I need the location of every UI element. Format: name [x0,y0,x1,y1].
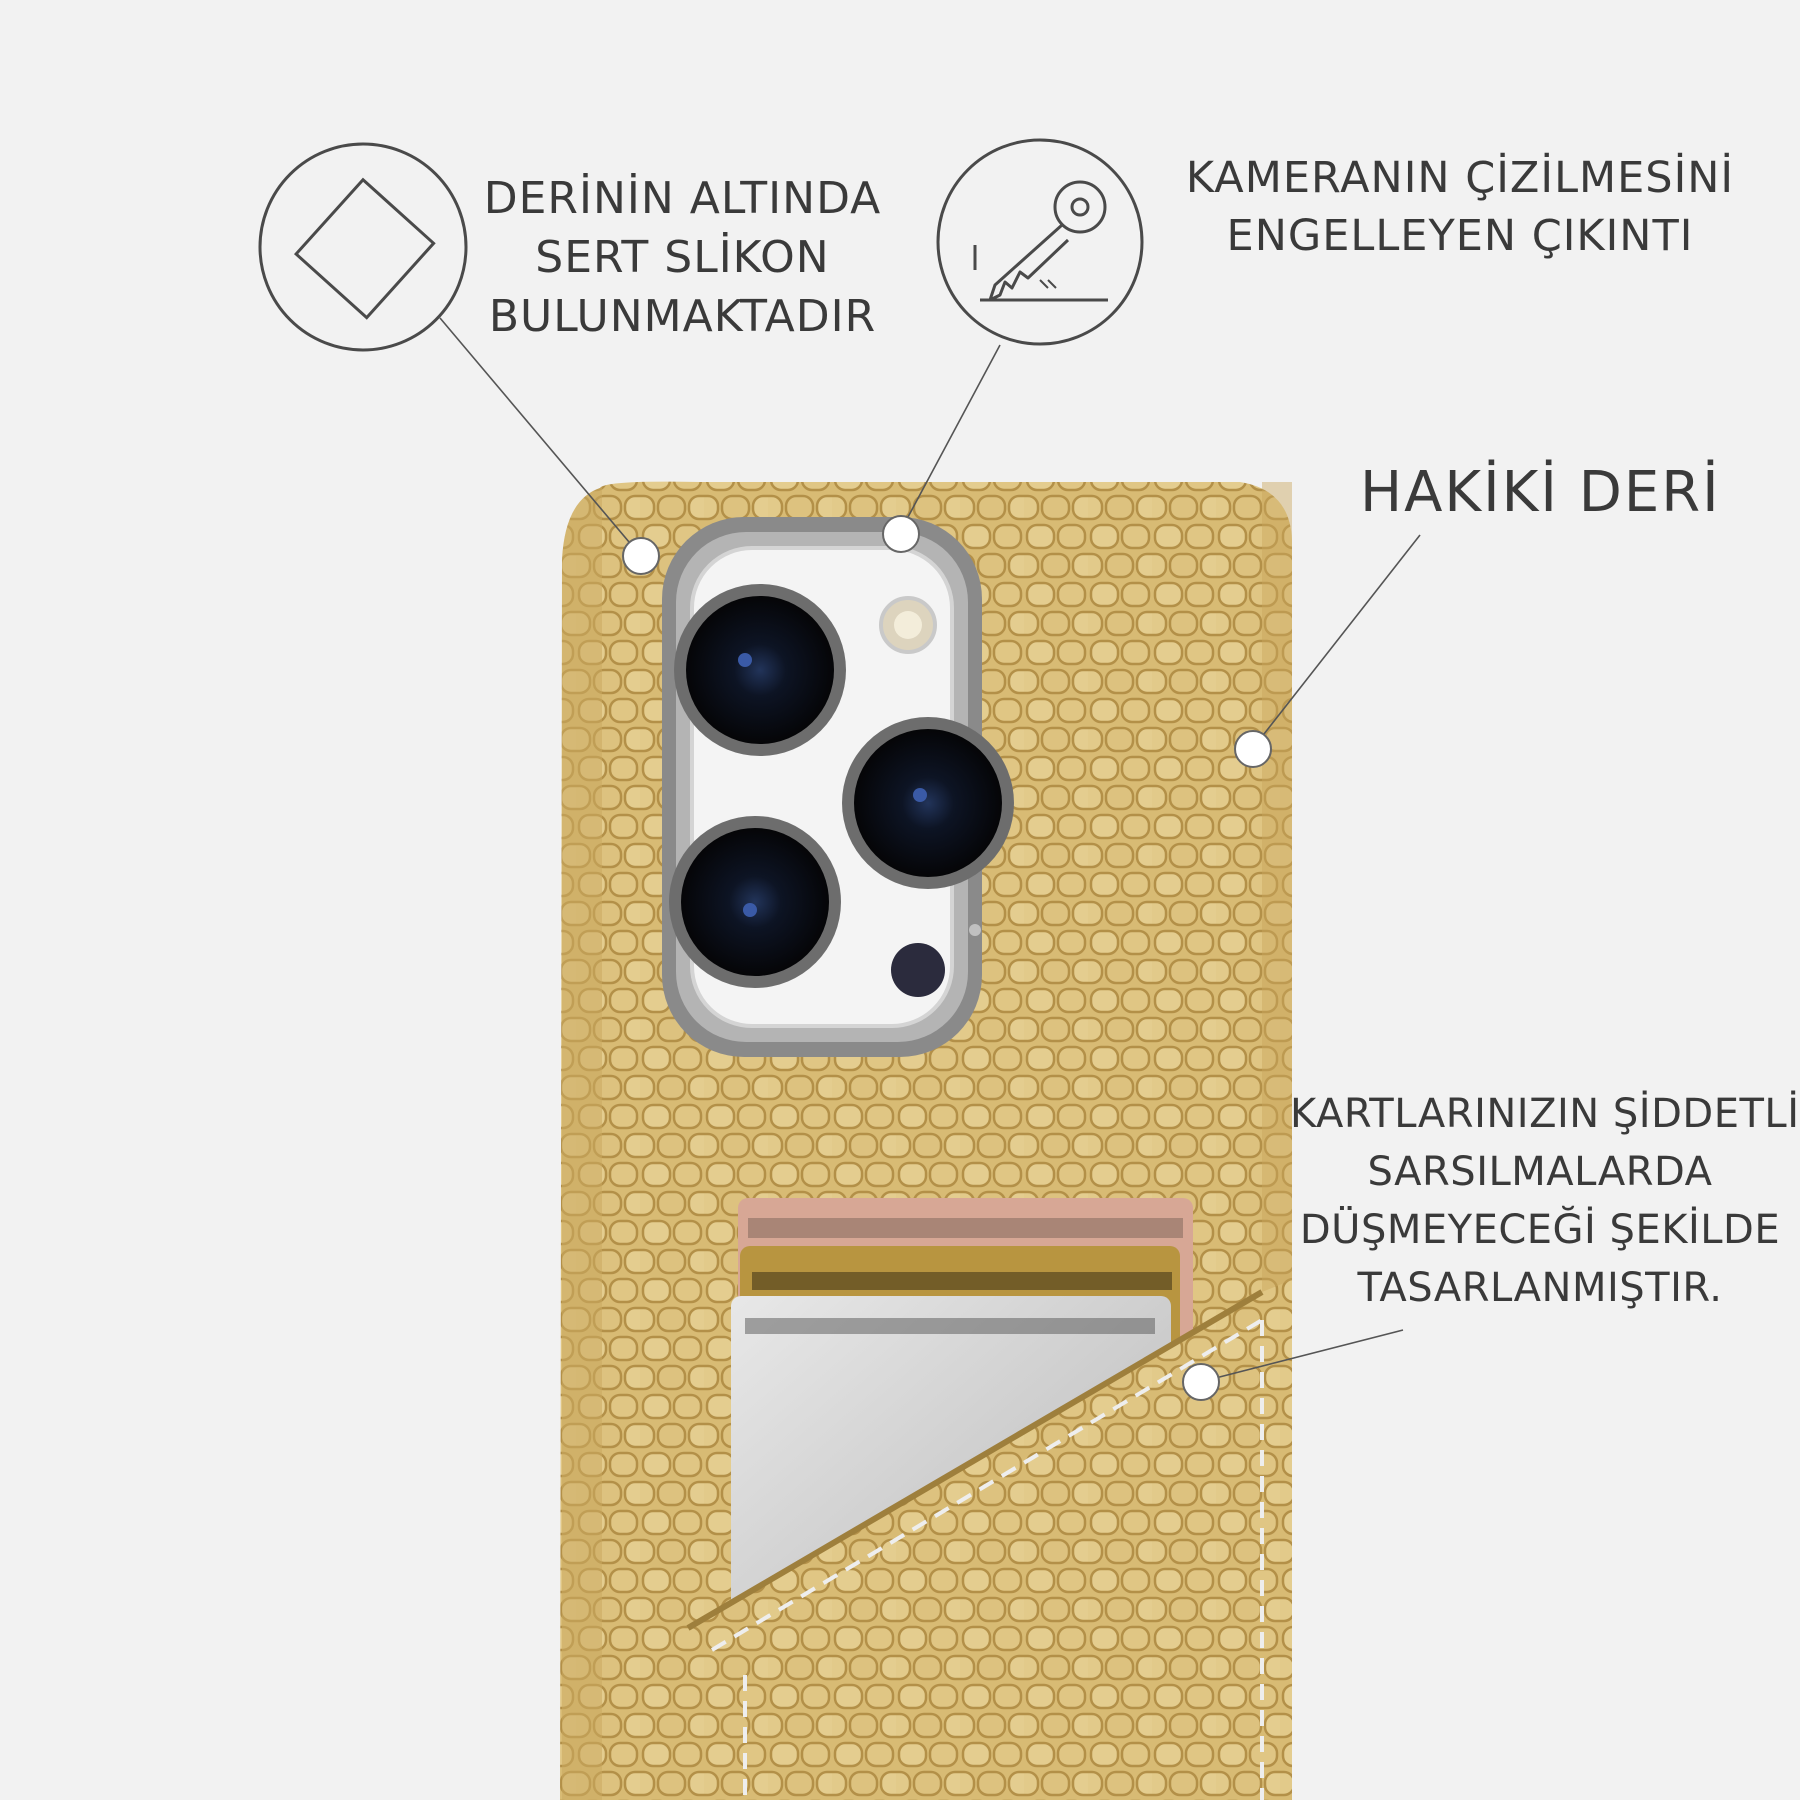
card-outline-icon [258,142,468,352]
callout-dot-camera [882,515,920,553]
callout-cards-line-3: DÜŞMEYECEĞİ ŞEKİLDE [1299,1207,1781,1253]
card-pocket [686,1280,1292,1800]
leader-line-leather [1252,534,1421,749]
key-scratch-icon [936,138,1144,346]
callout-camera-text: KAMERANIN ÇİZİLMESİNİ ENGELLEYEN ÇIKINTI [1150,150,1770,265]
callout-silicone-line-3: BULUNMAKTADIR [488,290,877,342]
callout-camera-line-2: ENGELLEYEN ÇIKINTI [1226,210,1694,261]
microphone-hole [969,924,981,936]
callout-cards-line-4: TASARLANMIŞTIR. [1357,1265,1723,1311]
callout-cards-line-2: SARSILMALARDA [1367,1149,1713,1195]
callout-silicone-line-1: DERİNİN ALTINDA [483,173,882,224]
camera-lens-top [674,584,846,756]
callout-dot-silicone [622,537,660,575]
leader-line-silicone [439,317,641,556]
callout-leather-line-1: HAKİKİ DERİ [1360,460,1721,525]
callout-silicone-text: DERİNİN ALTINDA SERT SLİKON BULUNMAKTADI… [455,170,910,347]
callout-silicone-line-2: SERT SLİKON [535,231,830,283]
camera-flash [879,596,937,654]
leader-line-cards [1199,1329,1404,1383]
camera-lens-right [842,717,1014,889]
camera-module [662,517,1014,1057]
camera-lens-bottom [669,816,841,988]
callout-cards-text: KARTLARINIZIN ŞİDDETLİ SARSILMALARDA DÜŞ… [1290,1085,1800,1317]
callout-camera-line-1: KAMERANIN ÇİZİLMESİNİ [1185,153,1735,203]
callout-dot-cards [1182,1363,1220,1401]
leader-line-camera [899,344,1001,533]
callout-leather-text: HAKİKİ DERİ [1360,455,1720,530]
callout-cards-line-1: KARTLARINIZIN ŞİDDETLİ [1290,1091,1800,1137]
callout-dot-leather [1234,730,1272,768]
lidar-sensor [891,943,945,997]
